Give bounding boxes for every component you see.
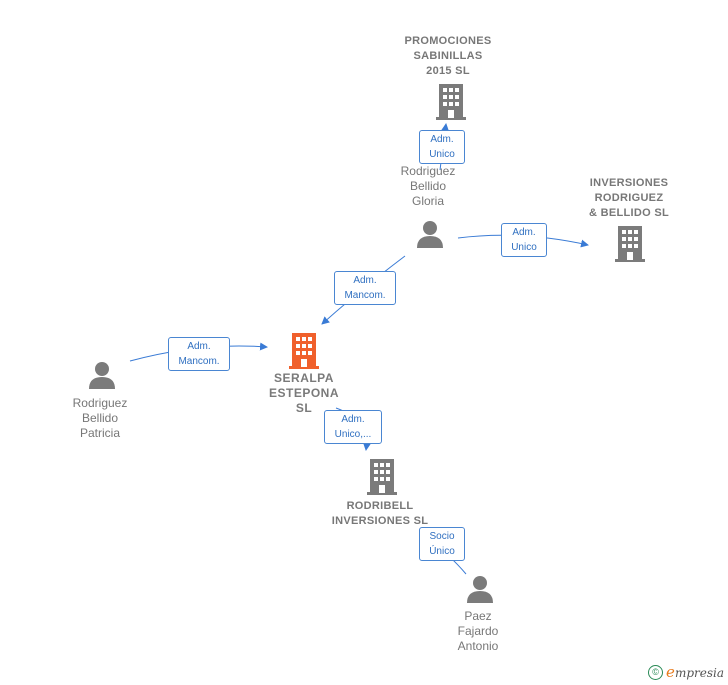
building-icon[interactable] [615,226,645,262]
brand-logo[interactable]: © empresia [648,663,724,681]
building-icon[interactable] [289,333,319,369]
person-icon[interactable] [416,220,444,248]
edge-badge-seralpa-rodribell[interactable]: Adm. Unico,... [324,410,382,444]
brand-wordmark: empresia [666,663,724,681]
node-label-promociones: PROMOCIONES SABINILLAS 2015 SL [404,35,492,77]
node-label-gloria: Rodriguez Bellido Gloria [400,164,456,208]
copyright-icon: © [648,664,664,680]
node-label-seralpa: SERALPA ESTEPONA SL [268,371,339,415]
node-label-inversiones: INVERSIONES RODRIGUEZ & BELLIDO SL [589,177,669,219]
node-label-rodribell: RODRIBELL INVERSIONES SL [331,500,429,527]
person-icon[interactable] [88,361,116,389]
edge-badge-gloria-inversiones[interactable]: Adm. Unico [501,223,547,257]
node-label-antonio: Paez Fajardo Antonio [457,609,499,653]
building-icon[interactable] [436,84,466,120]
node-label-patricia: Rodriguez Bellido Patricia [72,396,128,440]
edge-badge-gloria-seralpa[interactable]: Adm. Mancom. [334,271,396,305]
building-icon[interactable] [367,459,397,495]
edge-badge-patricia-seralpa[interactable]: Adm. Mancom. [168,337,230,371]
person-icon[interactable] [466,575,494,603]
edge-badge-antonio-rodribell[interactable]: Socio Único [419,527,465,561]
edge-badge-gloria-promociones[interactable]: Adm. Unico [419,130,465,164]
